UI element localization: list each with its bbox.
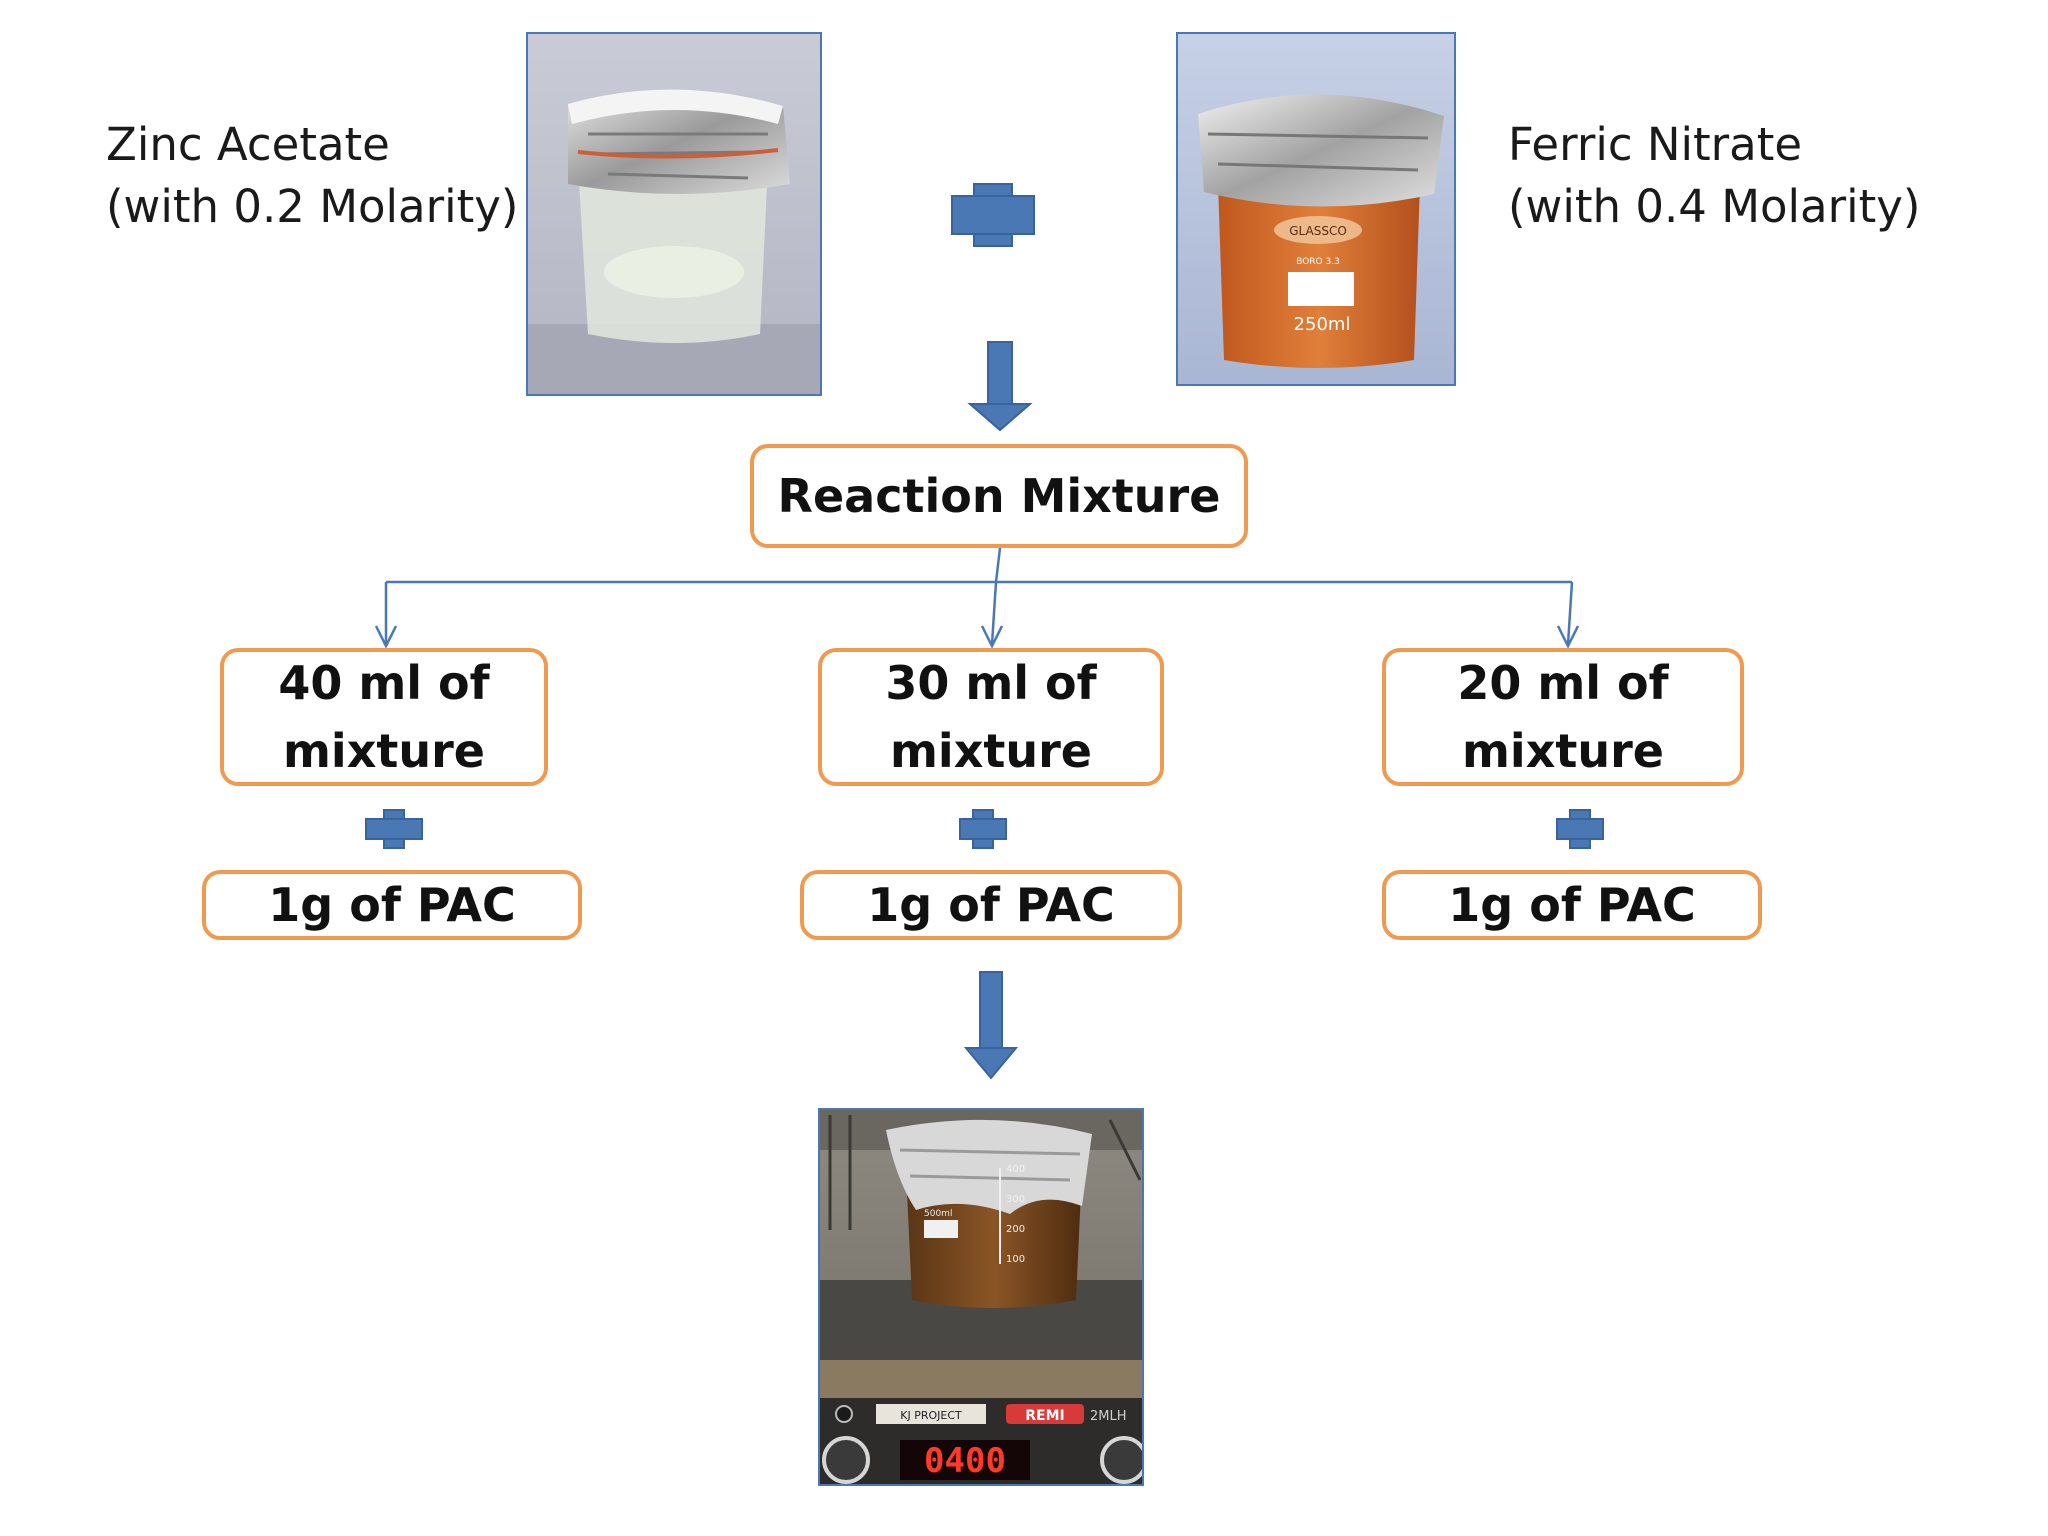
zinc-acetate-beaker-photo [526, 32, 822, 396]
mixture-volume: 20 ml of [1457, 656, 1669, 710]
ferric-nitrate-beaker-photo: GLASSCO BORO 3.3 250ml [1176, 32, 1456, 386]
mixture-word: mixture [890, 724, 1092, 778]
stirrer-mark-200: 200 [1006, 1224, 1025, 1235]
plus-icon [951, 183, 1035, 247]
magnetic-stirrer-photo: 500ml 400 300 200 100 KJ PROJECT REMI 2M… [818, 1108, 1144, 1486]
stirrer-mark-300: 300 [1006, 1194, 1025, 1205]
stirrer-panel-model: 2MLH [1090, 1409, 1127, 1424]
plus-icon [1556, 809, 1604, 849]
mixture-word: mixture [1462, 724, 1664, 778]
pac-label: 1g of PAC [867, 878, 1115, 932]
ferric-nitrate-name: Ferric Nitrate [1508, 118, 1803, 171]
down-arrow-icon [967, 341, 1033, 432]
pac-label: 1g of PAC [1448, 878, 1696, 932]
mixture-volume: 40 ml of [278, 656, 490, 710]
zinc-acetate-molarity: (with 0.2 Molarity) [106, 180, 519, 233]
zinc-acetate-name: Zinc Acetate [106, 118, 390, 171]
reaction-mixture-label: Reaction Mixture [777, 469, 1221, 523]
stirrer-mark-100: 100 [1006, 1254, 1025, 1265]
ferric-beaker-volume: 250ml [1294, 314, 1351, 335]
stirrer-panel-sticker: KJ PROJECT [900, 1409, 962, 1422]
ferric-beaker-type: BORO 3.3 [1296, 257, 1340, 267]
mixture-volume: 30 ml of [885, 656, 1097, 710]
plus-icon [959, 809, 1007, 849]
mixture-box-40ml: 40 ml of mixture [220, 648, 548, 786]
ferric-nitrate-molarity: (with 0.4 Molarity) [1508, 180, 1921, 233]
pac-label: 1g of PAC [268, 878, 516, 932]
reaction-mixture-box: Reaction Mixture [750, 444, 1248, 548]
stirrer-beaker-label: 500ml [924, 1209, 952, 1219]
stirrer-panel-brand: REMI [1025, 1408, 1064, 1424]
branch-connector [374, 547, 1580, 649]
stirrer-mark-400: 400 [1006, 1164, 1025, 1175]
pac-box-2: 1g of PAC [800, 870, 1182, 940]
zinc-acetate-label: Zinc Acetate (with 0.2 Molarity) [106, 114, 518, 238]
mixture-box-30ml: 30 ml of mixture [818, 648, 1164, 786]
stirrer-display-readout: 0400 [924, 1441, 1006, 1481]
mixture-box-20ml: 20 ml of mixture [1382, 648, 1744, 786]
plus-icon [365, 809, 423, 849]
ferric-beaker-brand: GLASSCO [1289, 224, 1347, 238]
ferric-nitrate-label: Ferric Nitrate (with 0.4 Molarity) [1508, 114, 1920, 238]
pac-box-1: 1g of PAC [202, 870, 582, 940]
mixture-word: mixture [283, 724, 485, 778]
down-arrow-icon [963, 971, 1019, 1080]
pac-box-3: 1g of PAC [1382, 870, 1762, 940]
